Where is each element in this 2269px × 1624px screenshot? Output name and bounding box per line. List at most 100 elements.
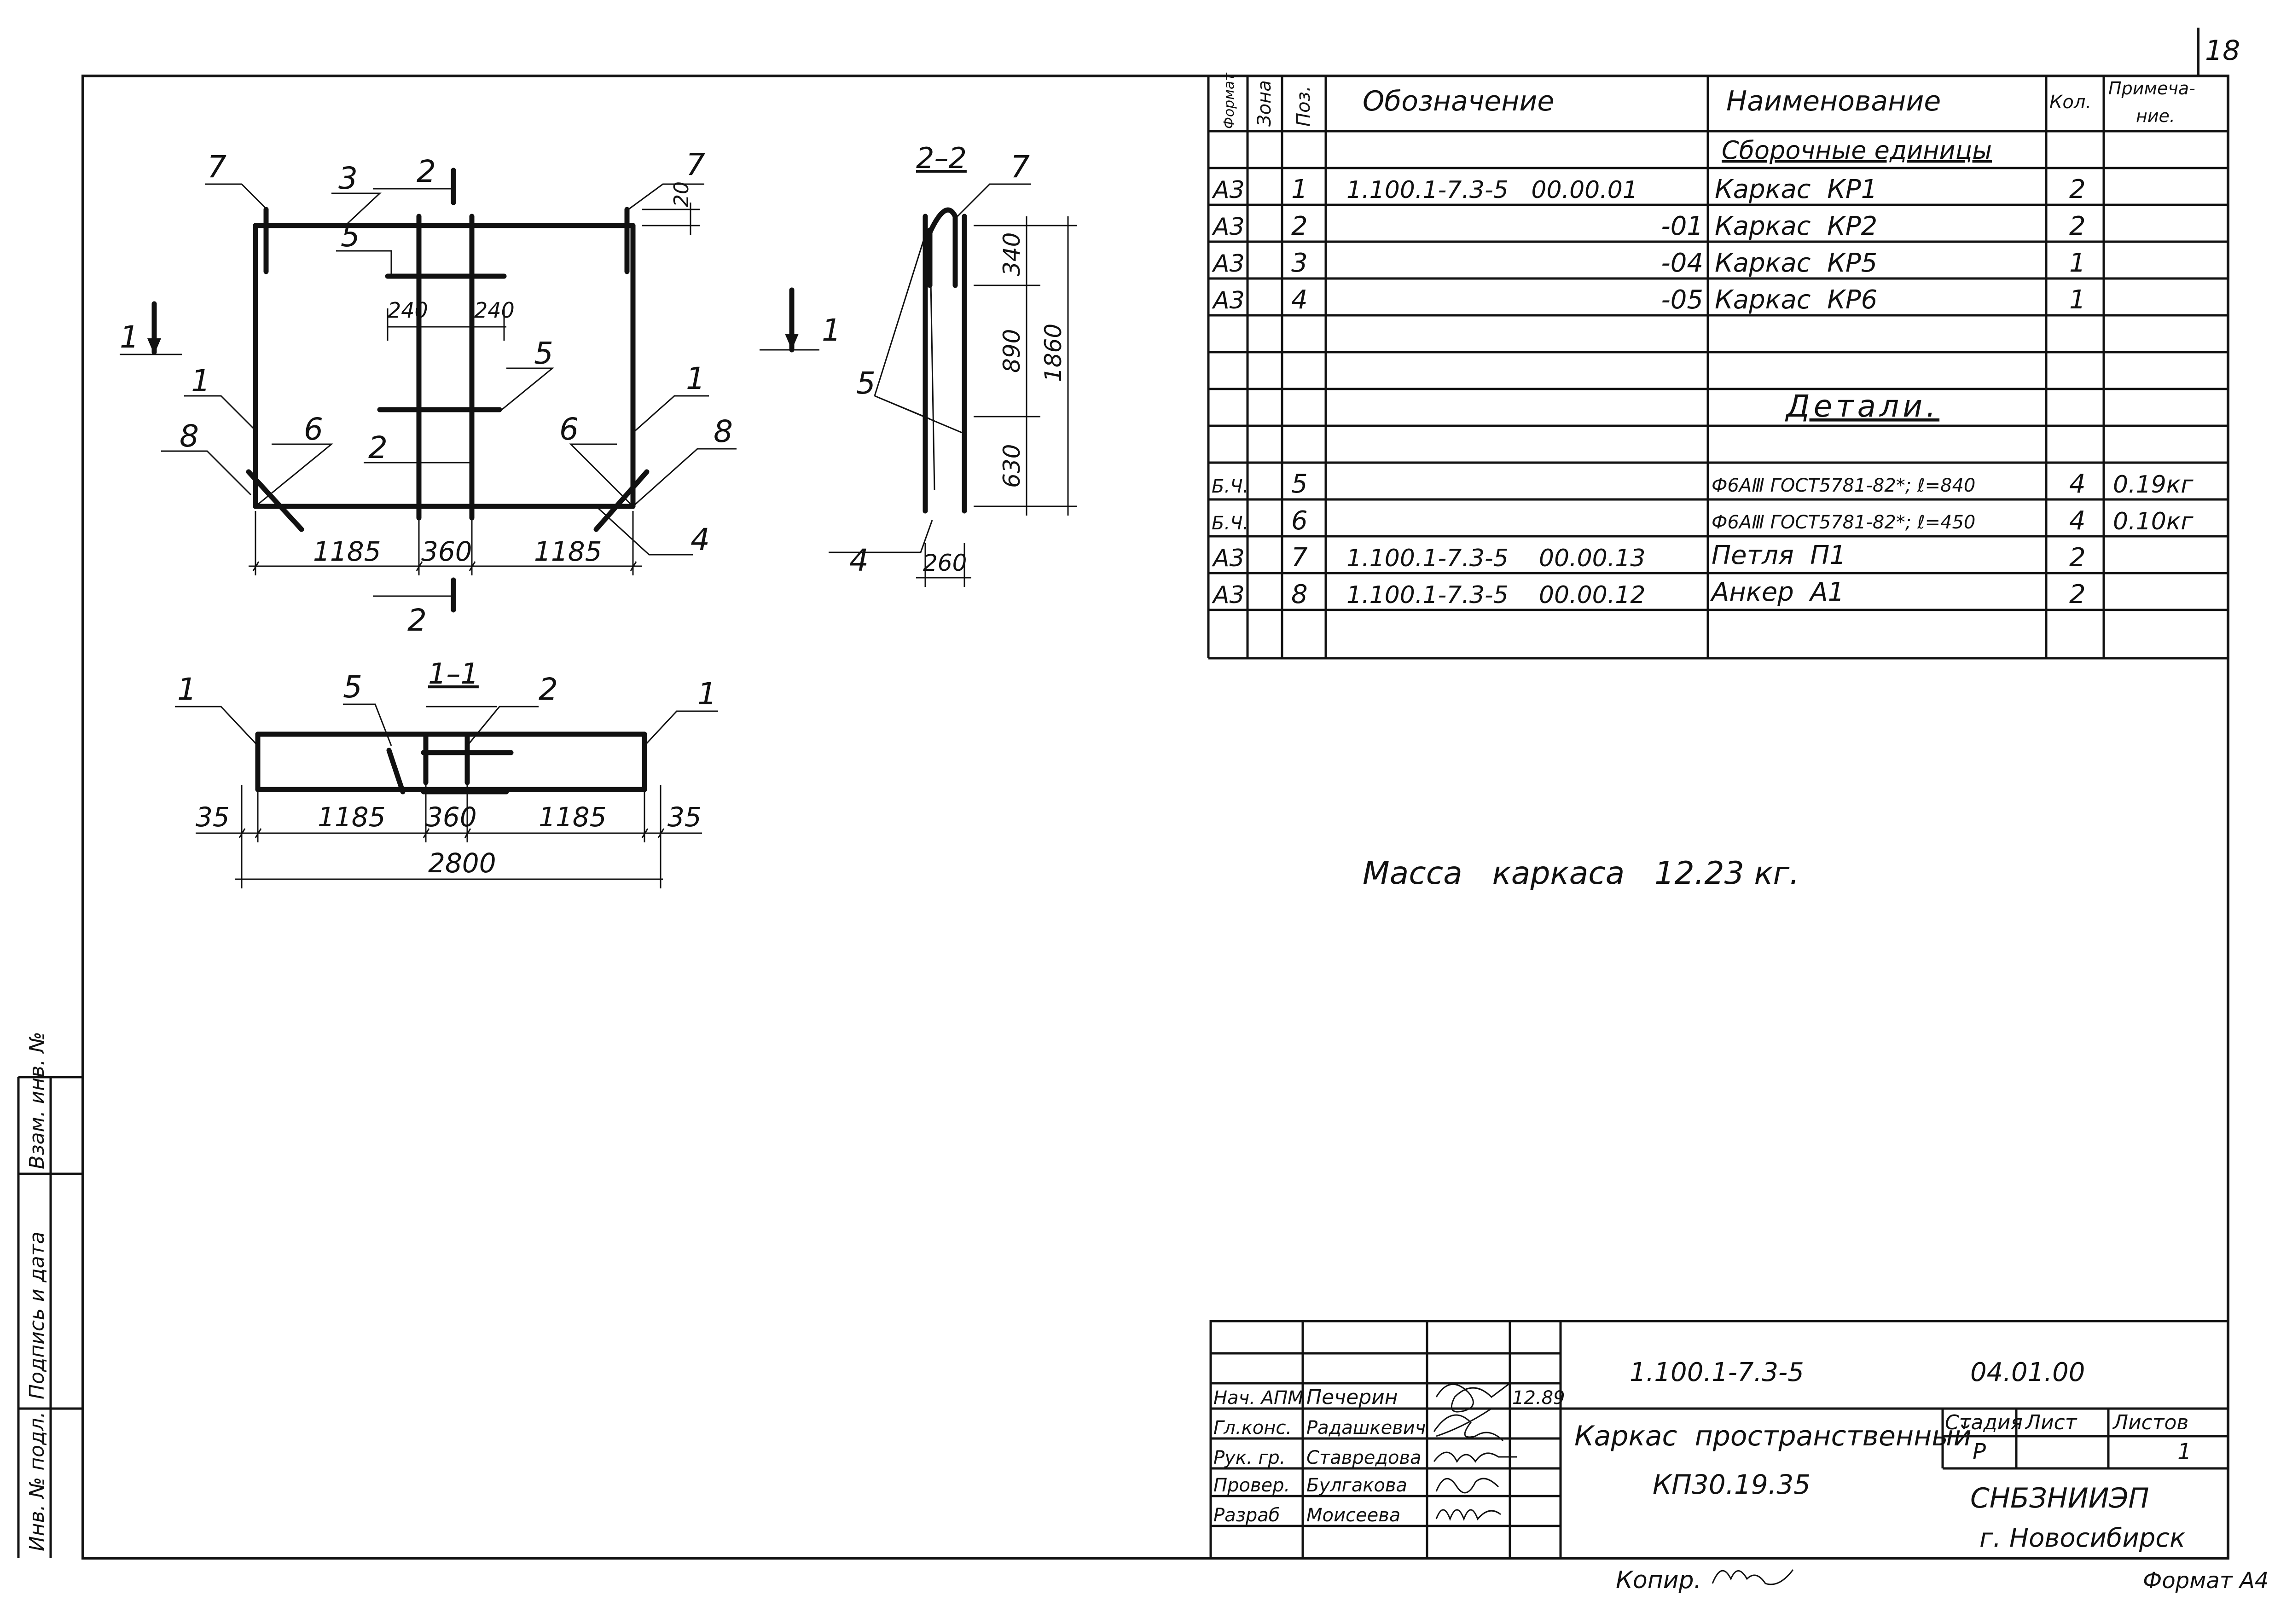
sheets-value: 1: [2177, 1439, 2192, 1465]
row-pos: 4: [1291, 285, 1308, 315]
row-qty: 2: [2069, 580, 2086, 609]
leader-4: 4: [849, 543, 869, 578]
row-name: Ф6АⅢ ГОСТ5781-82*; ℓ=840: [1712, 475, 1975, 496]
footer: Копир. Формат А4: [1616, 1566, 2269, 1594]
header-designation: Обозначение: [1363, 85, 1554, 117]
side-stamp-replace-cell: Взам. инв. №: [25, 1032, 49, 1169]
mass-note: Масса каркаса 12.23 кг.: [1363, 855, 1799, 892]
dim-1185-right: 1185: [534, 536, 602, 567]
sheet-frame: 18: [81, 28, 2240, 1560]
title-block: 1.100.1-7.3-5 04.01.00 Каркас пространст…: [1209, 1320, 2229, 1560]
row-qty: 4: [2069, 506, 2086, 536]
row-pos: 7: [1291, 543, 1308, 573]
signer-name: Ставредова: [1306, 1447, 1422, 1468]
title-line-2: КП30.19.35: [1653, 1469, 1811, 1500]
row-pos: 2: [1291, 211, 1308, 241]
table-row: А3 1 1.100.1-7.3-5 00.00.01 Каркас КР1 2: [1212, 174, 2086, 204]
table-row: Б.Ч. 5 Ф6АⅢ ГОСТ5781-82*; ℓ=840 4 0.19кг: [1212, 469, 2194, 499]
dim-260: 260: [923, 550, 967, 576]
stage-value: Р: [1973, 1439, 1986, 1465]
row-note: 0.19кг: [2113, 471, 2194, 499]
header-qty: Кол.: [2049, 92, 2091, 113]
leader-1-left: 1: [177, 672, 197, 707]
leader-5: 5: [343, 669, 362, 705]
signer-role: Нач. АПМ: [1213, 1387, 1304, 1409]
row-variant: -04: [1661, 248, 1703, 278]
row-qty: 1: [2069, 248, 2086, 278]
stage-label: Стадия: [1945, 1411, 2023, 1434]
row-qty: 2: [2069, 543, 2086, 573]
sheets-label: Листов: [2112, 1411, 2188, 1434]
dim-1185-left: 1185: [318, 801, 386, 833]
dim-35-right: 35: [667, 801, 702, 833]
row-pos: 3: [1291, 248, 1308, 278]
section-assembly-units: Сборочные единицы: [1722, 136, 1992, 165]
row-qty: 2: [2069, 211, 2086, 241]
dim-360: 360: [426, 801, 477, 833]
dim-240-left: 240: [388, 298, 428, 323]
signer-role: Гл.конс.: [1213, 1417, 1292, 1438]
section-2-2-view-arrow: 1: [822, 313, 841, 348]
dim-2800: 2800: [428, 847, 496, 879]
section-2-2-title: 2–2: [916, 141, 967, 175]
section-2-2-view: 2–2 1 7 5 4 340 890 1860 630 260: [760, 141, 1077, 587]
org-line-2: г. Новосибирск: [1979, 1523, 2185, 1553]
header-note-line2: ние.: [2136, 106, 2175, 126]
header-pos: Поз.: [1293, 86, 1314, 127]
side-stamp-sign-cell: Подпись и дата: [25, 1232, 49, 1399]
row-name: Анкер А1: [1710, 577, 1844, 607]
leader-2: 2: [539, 672, 558, 707]
leader-7-right: 7: [686, 147, 705, 182]
section-mark-2-bottom: 2: [407, 603, 427, 638]
copied-label: Копир.: [1616, 1566, 1701, 1594]
leader-6-left: 6: [304, 412, 323, 447]
sheet-number: 18: [2205, 35, 2240, 67]
signature-4: [1435, 1478, 1499, 1494]
leader-1-right: 1: [686, 361, 705, 396]
table-row: А3 2 -01 Каркас КР2 2: [1212, 211, 2086, 241]
signer-name: Моисеева: [1306, 1505, 1400, 1526]
leader-2: 2: [368, 430, 388, 465]
dim-630: 630: [998, 444, 1025, 488]
row-format: А3: [1212, 213, 1245, 241]
section-1-1-view: 1–1 1 5 2 1 35 1185 360 1185 35: [175, 657, 718, 888]
leader-7-left: 7: [207, 149, 226, 185]
doc-code-suffix: 04.01.00: [1970, 1357, 2085, 1387]
row-pos: 6: [1291, 506, 1308, 536]
side-stamp-inv-cell: Инв. № подл.: [25, 1411, 49, 1551]
dim-1860: 1860: [1040, 324, 1067, 382]
signature-3: [1433, 1451, 1517, 1463]
dim-240-right: 240: [474, 298, 515, 323]
dim-1185-left: 1185: [313, 536, 381, 567]
row-format: А3: [1212, 250, 1245, 278]
signer-role: Провер.: [1213, 1475, 1290, 1496]
leader-8-left: 8: [180, 418, 199, 454]
section-details: Детали.: [1785, 389, 1939, 424]
plan-view: 2 2 1 7 3 7 5 5 1 8: [120, 147, 737, 638]
dim-1185-right: 1185: [539, 801, 607, 833]
row-format: А3: [1212, 581, 1245, 609]
table-row: А3 4 -05 Каркас КР6 1: [1212, 285, 2086, 315]
row-pos: 8: [1291, 580, 1308, 609]
signatures: [1433, 1382, 1517, 1521]
row-format: А3: [1212, 287, 1245, 314]
view-arrow-1-label: 1: [120, 319, 139, 355]
row-variant: -01: [1661, 211, 1703, 241]
row-name: Каркас КР5: [1715, 248, 1877, 278]
table-row: А3 7 1.100.1-7.3-5 00.00.13 Петля П1 2: [1212, 540, 2086, 573]
signature-1: [1435, 1382, 1510, 1413]
section-1-1-title: 1–1: [428, 657, 479, 690]
section-mark-2-top: 2: [417, 154, 436, 189]
leader-4: 4: [691, 522, 710, 557]
row-format: А3: [1212, 176, 1245, 204]
row-format: А3: [1212, 545, 1245, 572]
row-pos: 1: [1291, 174, 1308, 204]
side-stamp: Инв. № подл. Подпись и дата Взам. инв. №: [17, 1032, 83, 1558]
table-row: Б.Ч. 6 Ф6АⅢ ГОСТ5781-82*; ℓ=450 4 0.10кг: [1212, 506, 2194, 536]
signer-name: Печерин: [1306, 1386, 1398, 1409]
row-qty: 4: [2069, 469, 2086, 499]
signer-name: Булгакова: [1306, 1475, 1407, 1496]
leader-8-right: 8: [714, 414, 733, 449]
row-designation: 1.100.1-7.3-5 00.00.13: [1346, 545, 1645, 572]
